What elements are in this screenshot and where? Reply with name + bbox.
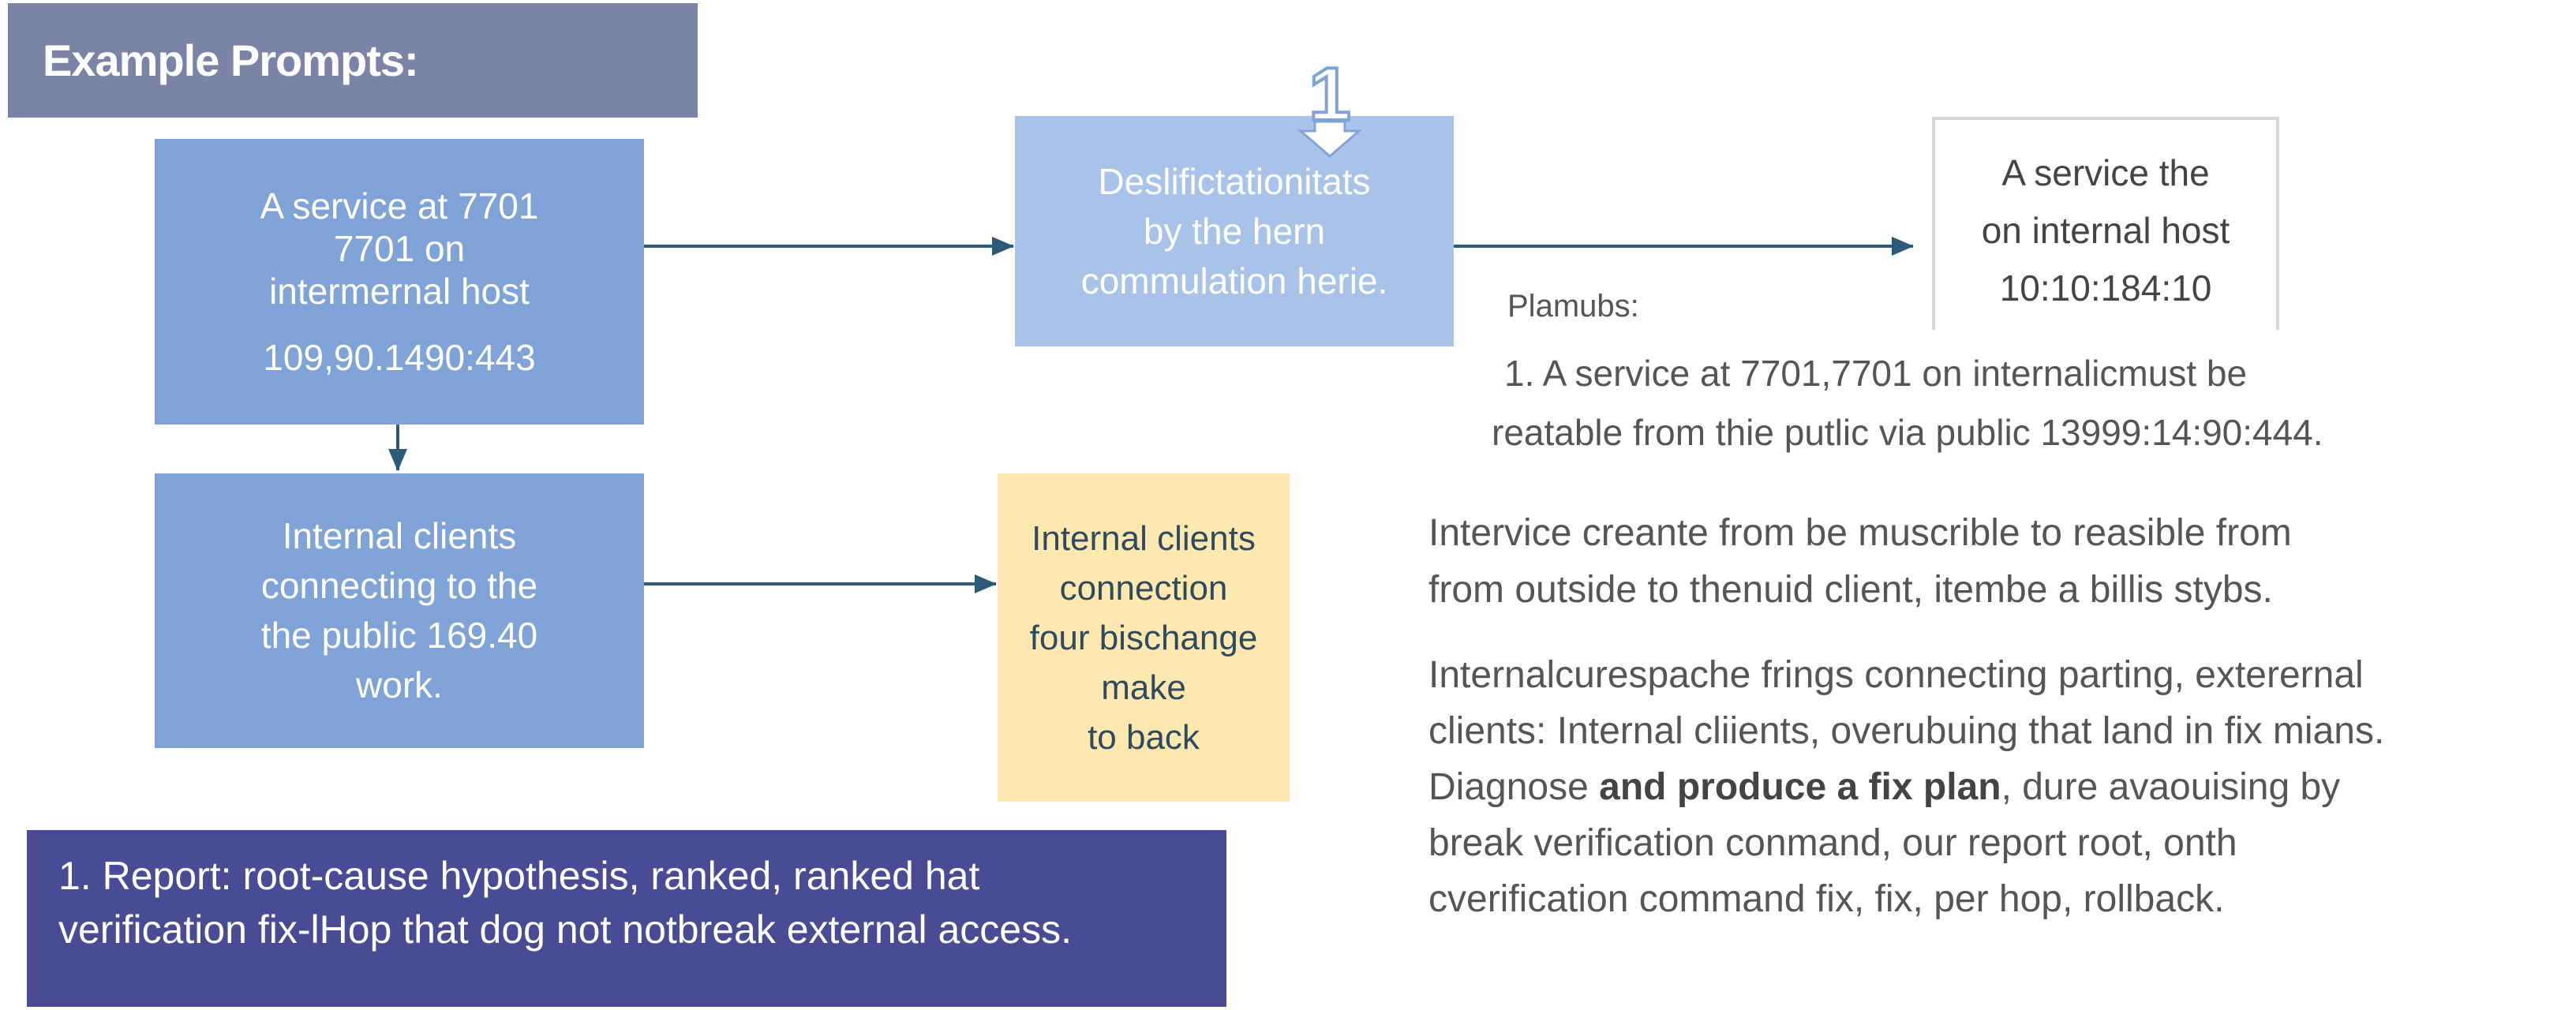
right-line-1: A service the (2001, 152, 2210, 193)
paragraph-two-line-1: Internalcurespache frings connecting par… (1428, 654, 2364, 696)
internal-host-box: A service the on internal host 10:10:184… (1932, 117, 2279, 330)
paragraph-two-line-4: break verification conmand, our report r… (1428, 822, 2237, 864)
step-one-text: 1. A service at 7701,7701 on internalicm… (1492, 344, 2323, 462)
service-line-3: intermernal host (269, 271, 530, 312)
paragraph-two-line-2: clients: Internal cliients, overubuing t… (1428, 710, 2385, 752)
step-one-line-1: 1. A service at 7701,7701 on internalicm… (1504, 353, 2248, 394)
right-line-2: on internal host (1981, 209, 2230, 251)
internal-clients-box: Internal clients connecting to the the p… (155, 473, 644, 748)
paragraph-one-line-2: from outside to thenuid client, itembe a… (1428, 569, 2273, 611)
service-line-1: A service at 7701 (260, 185, 539, 226)
yellow-line-2: connection (1059, 568, 1228, 608)
paragraph-two-line-5: cverification command fix, fix, per hop,… (1428, 878, 2225, 920)
service-box: A service at 7701 7701 on intermernal ho… (155, 139, 644, 425)
service-line-2: 7701 on (333, 228, 466, 269)
yellow-line-1: Internal clients (1032, 518, 1256, 558)
service-address: 109,90.1490:443 (263, 337, 536, 378)
paragraph-two-line-3-end: , dure avaouising by (2001, 766, 2341, 808)
paragraph-two-line-3: Diagnose and produce a fix plan, dure av… (1428, 759, 2384, 815)
clients-line-4: work. (356, 664, 443, 705)
yellow-line-3: four bischange (1029, 618, 1258, 657)
desc-line-3: commulation herie. (1080, 260, 1388, 301)
yellow-line-4: make (1101, 668, 1186, 707)
clients-line-1: Internal clients (282, 515, 517, 556)
banner-line-2: verification fix-lHop that dog not notbr… (58, 907, 1073, 952)
header-bar: Example Prompts: (8, 3, 698, 118)
paragraph-one-line-1: Intervice creante from be muscrible to r… (1428, 512, 2292, 554)
right-line-3: 10:10:184:10 (1999, 267, 2212, 309)
desc-line-1: Deslifictationitats (1098, 160, 1371, 202)
banner-line-1: 1. Report: root-cause hypothesis, ranked… (58, 854, 980, 898)
step-one-marker-icon: 1 (1297, 55, 1363, 158)
description-box: Deslifictationitats by the hern commulat… (1015, 116, 1454, 346)
connection-note-box: Internal clients connection four bischan… (998, 473, 1290, 802)
step-one-line-2: reatable from thie putlic via public 139… (1492, 412, 2323, 453)
desc-line-2: by the hern (1143, 210, 1326, 252)
paragraph-one: Intervice creante from be muscrible to r… (1428, 505, 2292, 619)
paragraph-two-line-3-start: Diagnose (1428, 766, 1600, 808)
report-banner: 1. Report: root-cause hypothesis, ranked… (27, 830, 1226, 1007)
yellow-line-5: to back (1088, 717, 1200, 757)
paragraph-two: Internalcurespache frings connecting par… (1428, 647, 2384, 927)
paragraph-two-bold-phrase: and produce a fix plan (1599, 766, 2001, 808)
clients-line-2: connecting to the (260, 565, 538, 606)
plamubs-label: Plamubs: (1507, 289, 1639, 324)
page-title: Example Prompts: (43, 36, 419, 85)
clients-line-3: the public 169.40 (260, 615, 538, 656)
